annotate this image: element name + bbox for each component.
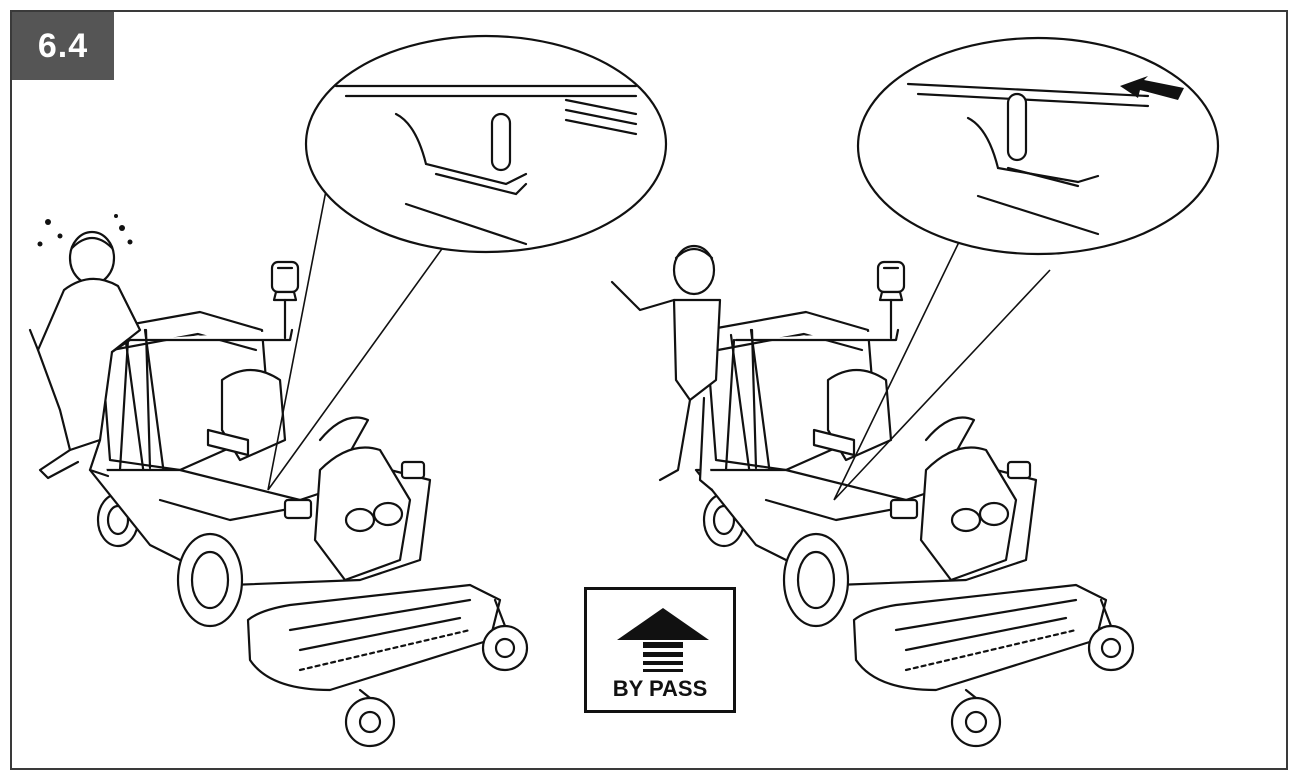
sweat-drops-icon (37, 214, 133, 247)
left-scene (28, 34, 668, 748)
section-number-badge: 6.4 (12, 12, 114, 80)
push-arrow-icon (1120, 76, 1184, 100)
bypass-sign: BY PASS (584, 587, 736, 713)
bypass-label: BY PASS (612, 676, 708, 701)
right-scene (610, 36, 1220, 748)
arrow-up-icon (617, 608, 709, 672)
